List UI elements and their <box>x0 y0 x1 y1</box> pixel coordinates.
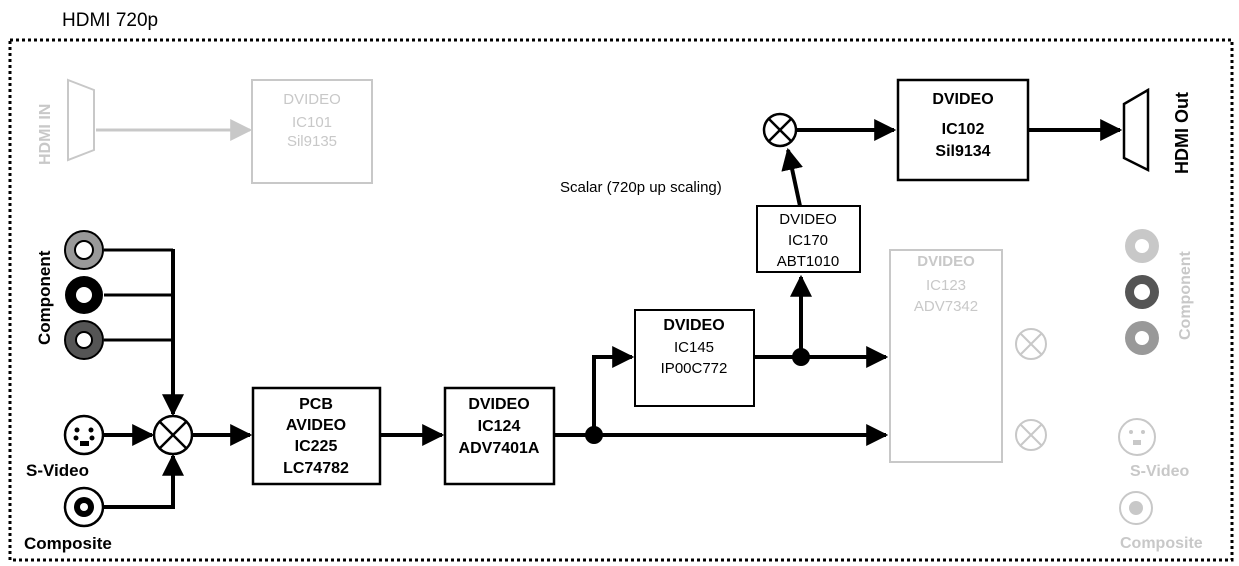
ic123-block: DVIDEO IC123 ADV7342 <box>889 249 1003 463</box>
svideo-input-jack <box>63 414 105 456</box>
hdmi-out-label: HDMI Out <box>1172 92 1192 174</box>
ic170-line-1: DVIDEO <box>779 211 837 228</box>
ic124-line-1: DVIDEO <box>468 396 529 413</box>
hdmi-in-label: HDMI IN <box>37 104 54 165</box>
ic101-line-1: DVIDEO <box>283 91 341 108</box>
diagram-title: HDMI 720p <box>62 10 158 31</box>
composite-input-jack <box>63 486 105 528</box>
ic145-line-3: IP00C772 <box>661 360 728 377</box>
output-mixer-top <box>762 112 798 148</box>
ic225-line-4: LC74782 <box>283 460 349 477</box>
junction-to-ic145-arrow <box>592 346 635 435</box>
component-input-jack-3 <box>64 320 104 360</box>
ic102-block: DVIDEO IC102 Sil9134 <box>896 78 1030 182</box>
output-mixer-video <box>1015 419 1047 451</box>
composite-input-label: Composite <box>24 534 112 553</box>
ic101-block: DVIDEO IC101 Sil9135 <box>251 79 373 184</box>
ic170-block: DVIDEO IC170 ABT1010 <box>756 205 861 273</box>
ic123-line-2: IC123 <box>926 277 966 294</box>
ic102-line-3: Sil9134 <box>935 143 990 160</box>
component-output-label: Component <box>1177 250 1194 340</box>
junction-upper <box>792 348 810 366</box>
ic123-line-3: ADV7342 <box>914 298 978 315</box>
hdmi-in-connector: HDMI IN <box>37 78 95 165</box>
ic170-to-mixer-arrow <box>781 147 803 207</box>
component-input-jack-1 <box>64 230 104 270</box>
ic225-line-3: IC225 <box>295 438 338 455</box>
ic102-line-2: IC102 <box>942 121 985 138</box>
ic124-block: DVIDEO IC124 ADV7401A <box>443 386 556 486</box>
ic124-line-3: ADV7401A <box>459 440 540 457</box>
composite-to-mixer-arrow <box>104 453 184 509</box>
ic123-line-1: DVIDEO <box>917 253 975 270</box>
ic145-line-1: DVIDEO <box>663 317 724 334</box>
composite-output-label: Composite <box>1120 535 1203 552</box>
scalar-note: Scalar (720p up scaling) <box>560 179 722 196</box>
ic102-line-1: DVIDEO <box>932 91 993 108</box>
ic145-block: DVIDEO IC145 IP00C772 <box>634 309 755 407</box>
ic170-line-2: IC170 <box>788 232 828 249</box>
board-boundary <box>8 38 1234 562</box>
composite-output-jack <box>1119 491 1153 525</box>
ic225-line-2: AVIDEO <box>286 417 346 434</box>
svideo-output-label: S-Video <box>1130 463 1190 480</box>
ic170-line-3: ABT1010 <box>777 253 840 270</box>
output-mixer-component <box>1015 328 1047 360</box>
svideo-input-label: S-Video <box>26 461 89 480</box>
component-input-label: Component <box>35 250 54 345</box>
input-mixer <box>152 414 194 456</box>
ic225-block: PCB AVIDEO IC225 LC74782 <box>251 386 382 486</box>
component-input-jack-2 <box>65 276 103 314</box>
ic101-line-2: IC101 <box>292 114 332 131</box>
ic145-line-2: IC145 <box>674 339 714 356</box>
ic124-line-2: IC124 <box>478 418 521 435</box>
hdmi-out-connector: HDMI Out <box>1122 87 1192 174</box>
svideo-output-jack <box>1118 418 1156 456</box>
ic101-line-3: Sil9135 <box>287 133 337 150</box>
ic225-line-1: PCB <box>299 396 333 413</box>
component-output-jacks: Component <box>1125 229 1194 355</box>
